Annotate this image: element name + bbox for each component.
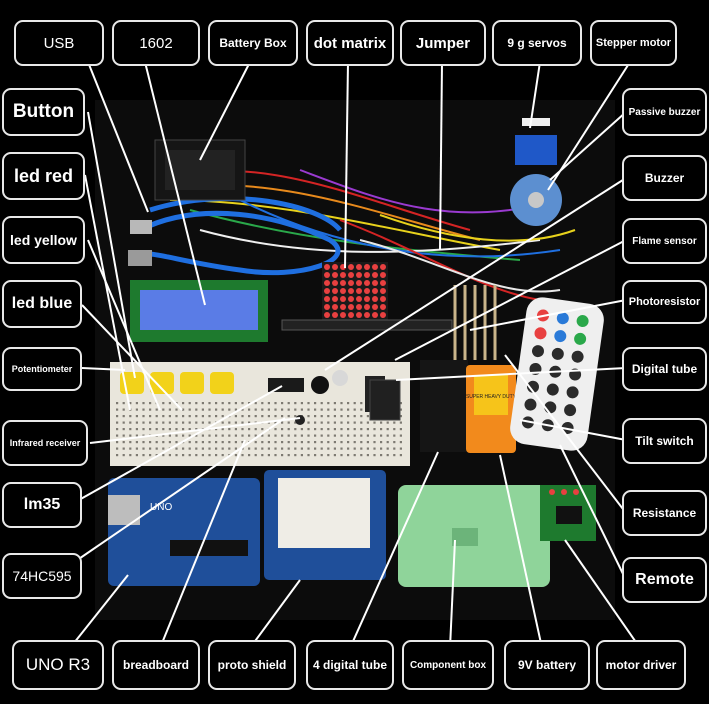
label-led-blue: led blue (2, 280, 82, 328)
dot-matrix-module (322, 262, 388, 328)
label-4-digital-tube: 4 digital tube (306, 640, 394, 690)
label-infrared-receiver: Infrared receiver (2, 420, 88, 466)
label-passive-buzzer: Passive buzzer (622, 88, 707, 136)
component-box-case (398, 485, 550, 587)
label-jumper: Jumper (400, 20, 486, 66)
label-uno-r3: UNO R3 (12, 640, 104, 690)
servo (515, 118, 557, 165)
resistors (453, 285, 497, 360)
label-flame-sensor: Flame sensor (622, 218, 707, 264)
label-tilt-switch: Tilt switch (622, 418, 707, 464)
label-photoresistor: Photoresistor (622, 280, 707, 324)
label-usb: USB (14, 20, 104, 66)
lcd-1602 (130, 280, 268, 342)
label-led-yellow: led yellow (2, 216, 85, 264)
label-resistance: Resistance (622, 490, 707, 536)
label-remote: Remote (622, 557, 707, 603)
label-proto-shield: proto shield (208, 640, 296, 690)
motor-driver-board (540, 485, 596, 541)
ir-remote (510, 297, 604, 451)
nine-volt-battery: SUPER HEAVY DUTY (466, 365, 517, 453)
svg-text:SUPER HEAVY DUTY: SUPER HEAVY DUTY (466, 394, 517, 400)
label-1602: 1602 (112, 20, 200, 66)
label-dot-matrix: dot matrix (306, 20, 394, 66)
label-lm35: lm35 (2, 482, 82, 528)
battery-box (154, 139, 246, 201)
pointer-lines (69, 61, 641, 649)
uno-board: UNO (108, 478, 260, 586)
label-led-red: led red (2, 152, 85, 200)
label-button: Button (2, 88, 85, 136)
label-battery-box: Battery Box (208, 20, 298, 66)
label-9g-servos: 9 g servos (492, 20, 582, 66)
label-74hc595: 74HC595 (2, 553, 82, 599)
four-digit-display (420, 360, 468, 452)
label-motor-driver: motor driver (596, 640, 686, 690)
label-potentiometer: Potentiometer (2, 347, 82, 391)
label-component-box: Component box (402, 640, 494, 690)
label-breadboard: breadboard (112, 640, 200, 690)
label-buzzer: Buzzer (622, 155, 707, 201)
svg-text:UNO: UNO (150, 502, 172, 513)
label-9v-battery: 9V battery (504, 640, 590, 690)
label-digital-tube: Digital tube (622, 347, 707, 391)
label-stepper-motor: Stepper motor (590, 20, 677, 66)
proto-shield-board (264, 470, 386, 580)
